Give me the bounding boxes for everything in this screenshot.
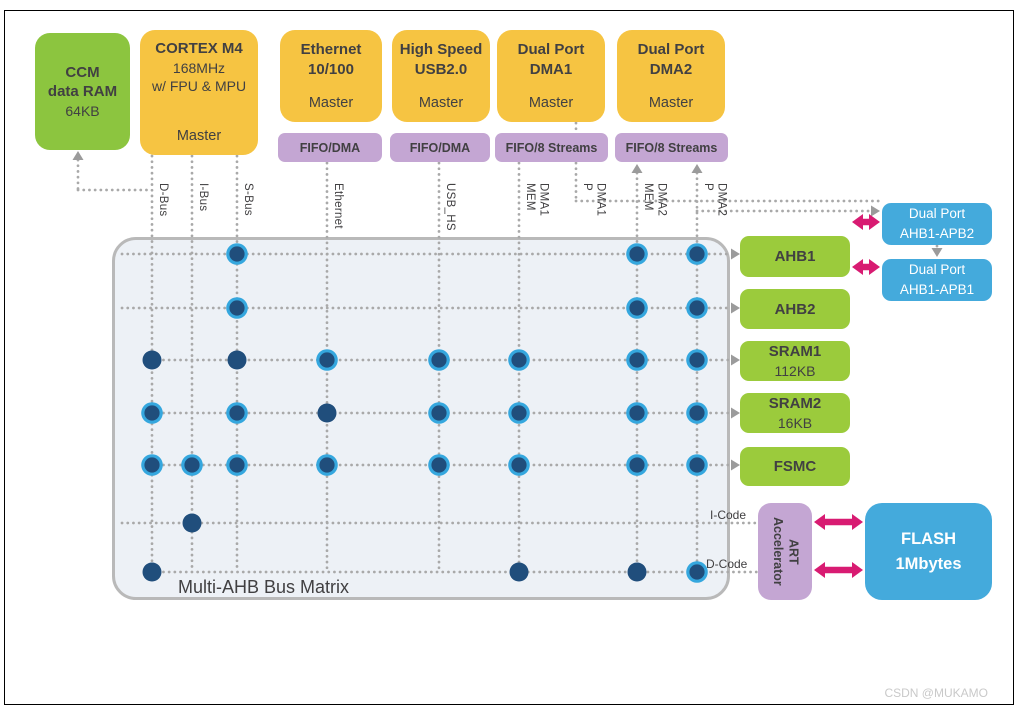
art-label: Accelerator ART (771, 517, 801, 586)
sram2-label: SRAM2 (768, 395, 822, 413)
cortex-frequency: 168MHz (172, 59, 226, 76)
ahb2-label: AHB2 (774, 300, 816, 318)
bus-label-pdma1: P DMA1 (581, 183, 607, 217)
bus-matrix (112, 237, 730, 600)
sram2-size: 16KB (777, 415, 813, 432)
bus-label-pdma2: P DMA2 (702, 183, 728, 217)
apb1-line: Dual Port (908, 261, 966, 277)
diagram-border (4, 10, 1014, 705)
ccm-data-ram-box: CCM data RAM 64KB (35, 33, 130, 150)
apb2-line: AHB1-APB2 (899, 226, 975, 241)
apb2-line: Dual Port (908, 205, 966, 221)
bus-label-mdma2: MEM DMA2 (642, 183, 668, 217)
ahb1-label: AHB1 (774, 248, 816, 265)
ccm-size-label: 64KB (65, 102, 100, 119)
dma1-title: Dual Port (517, 41, 585, 58)
sram1-label: SRAM1 (768, 343, 822, 361)
dma1-box: Dual Port DMA1 Master (497, 30, 605, 122)
flash-label: FLASH (901, 529, 956, 548)
dma1-master-label: Master (528, 95, 574, 111)
bus-label-eth: Ethernet (332, 183, 345, 229)
ccm-title-line: data RAM (47, 83, 118, 101)
ahb1-box: AHB1 (740, 236, 850, 277)
bus-label-ibus: I-Bus (197, 183, 210, 212)
ahb1-apb2-bridge-box: Dual Port AHB1-APB2 (882, 203, 992, 245)
usb-fifo-box: FIFO/DMA (390, 133, 490, 162)
usb-master-label: Master (418, 95, 464, 111)
sram1-size: 112KB (774, 363, 816, 380)
dma1-fifo-label: FIFO/8 Streams (505, 140, 598, 155)
dma1-name: DMA1 (529, 60, 573, 78)
bus-label-mdma1: MEM DMA1 (524, 183, 550, 217)
usb-box: High Speed USB2.0 Master (392, 30, 490, 122)
bus-label-icode: I-Code (710, 508, 747, 522)
bus-label-usb: USB_HS (444, 183, 457, 231)
ethernet-box: Ethernet 10/100 Master (280, 30, 382, 122)
ethernet-fifo-label: FIFO/DMA (299, 140, 361, 155)
ethernet-title: Ethernet (300, 41, 362, 58)
watermark: CSDN @MUKAMO (884, 686, 988, 700)
bus-matrix-label: Multi-AHB Bus Matrix (178, 577, 350, 597)
ethernet-speed: 10/100 (308, 60, 354, 78)
cortex-title: CORTEX M4 (155, 40, 243, 57)
dma1-fifo-box: FIFO/8 Streams (495, 133, 608, 162)
cortex-master-label: Master (176, 128, 222, 144)
dma2-title: Dual Port (637, 41, 705, 58)
ccm-title-line: CCM (65, 63, 100, 81)
fsmc-label: FSMC (773, 458, 817, 475)
usb-fifo-label: FIFO/DMA (409, 140, 471, 155)
flash-box: FLASH 1Mbytes (865, 503, 992, 600)
dma2-fifo-box: FIFO/8 Streams (615, 133, 728, 162)
usb-title: High Speed (399, 41, 483, 58)
bus-label-sbus: S-Bus (242, 183, 255, 216)
bus-label-dcode: D-Code (706, 557, 748, 571)
flash-size: 1Mbytes (895, 554, 962, 573)
cortex-fpu-mpu: w/ FPU & MPU (151, 77, 247, 94)
dma2-master-label: Master (648, 95, 694, 111)
usb-version: USB2.0 (414, 60, 468, 78)
ahb1-apb1-bridge-box: Dual Port AHB1-APB1 (882, 259, 992, 301)
ethernet-master-label: Master (308, 95, 354, 111)
sram2-box: SRAM2 16KB (740, 393, 850, 433)
apb1-line: AHB1-APB1 (899, 282, 975, 297)
fsmc-box: FSMC (740, 447, 850, 486)
dma2-box: Dual Port DMA2 Master (617, 30, 725, 122)
sram1-box: SRAM1 112KB (740, 341, 850, 381)
dma2-fifo-label: FIFO/8 Streams (625, 140, 718, 155)
bus-label-dbus: D-Bus (157, 183, 170, 217)
cortex-m4-box: CORTEX M4 168MHz w/ FPU & MPU Master (140, 30, 258, 155)
dma2-name: DMA2 (649, 60, 693, 78)
art-accelerator-box: Accelerator ART (758, 503, 812, 600)
ahb2-box: AHB2 (740, 289, 850, 329)
ethernet-fifo-box: FIFO/DMA (278, 133, 382, 162)
